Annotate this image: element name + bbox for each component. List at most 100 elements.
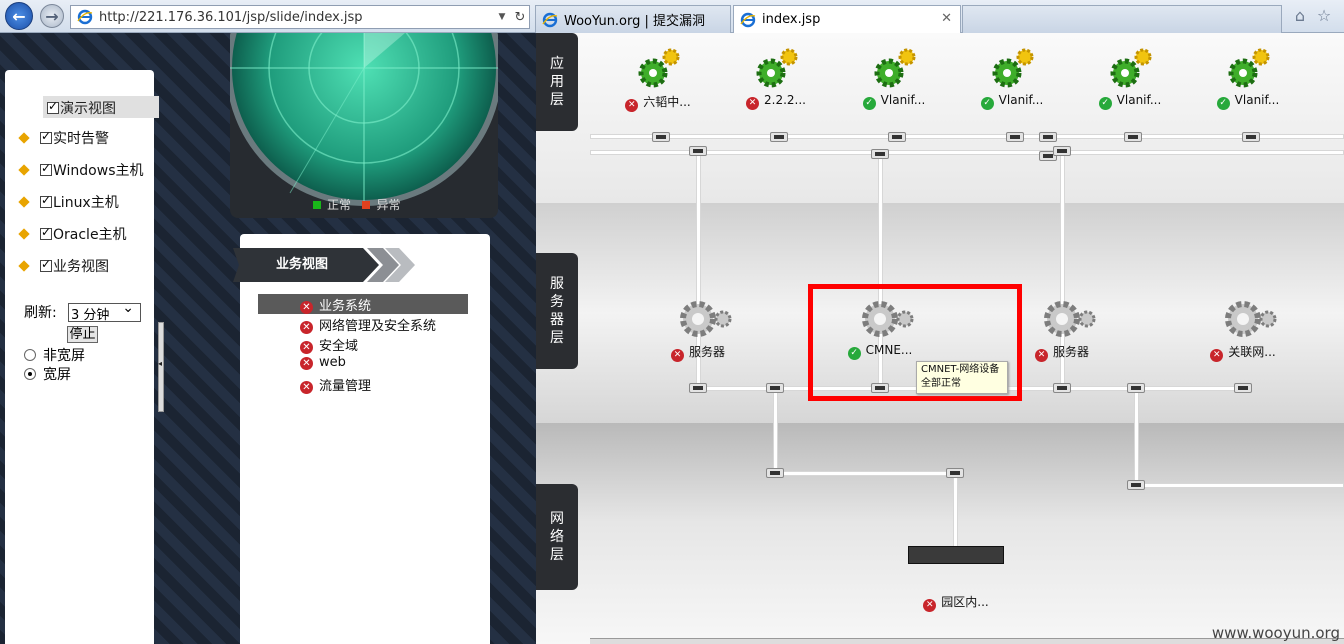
- port-icon: [946, 468, 964, 478]
- checkbox[interactable]: [40, 257, 52, 272]
- checkbox[interactable]: [40, 129, 52, 144]
- app-node[interactable]: ✓Vlanif...: [1193, 43, 1303, 110]
- refresh-label: 刷新:: [24, 305, 57, 321]
- legend-normal: 正常: [327, 198, 352, 212]
- home-icon[interactable]: ⌂: [1294, 6, 1306, 25]
- diamond-icon: [18, 196, 30, 208]
- port-icon: [1124, 132, 1142, 142]
- service-node[interactable]: ✕服务器: [643, 295, 753, 362]
- error-icon: ✕: [300, 301, 313, 314]
- forward-button[interactable]: →: [40, 4, 64, 28]
- arrow-banner-icon: [233, 248, 415, 282]
- address-bar[interactable]: http://221.176.36.101/jsp/slide/index.js…: [70, 5, 530, 29]
- error-icon: ✕: [746, 97, 759, 110]
- refresh-icon[interactable]: ↻: [514, 9, 526, 25]
- ie-icon: [77, 9, 93, 25]
- stop-button[interactable]: 停止: [67, 326, 98, 343]
- checkbox[interactable]: [47, 99, 59, 114]
- business-item-web[interactable]: ✕web: [300, 355, 346, 370]
- network-layer-label: 网络层: [536, 484, 578, 590]
- green-gear-icon: [638, 48, 680, 88]
- ie-icon: [740, 12, 756, 27]
- green-gear-icon: [874, 48, 916, 88]
- radio-icon[interactable]: [24, 349, 36, 361]
- close-tab-icon[interactable]: ✕: [941, 11, 952, 26]
- green-gear-icon: [1228, 48, 1270, 88]
- tab-label: index.jsp: [762, 12, 821, 27]
- business-item-system[interactable]: ✕业务系统: [300, 295, 371, 314]
- address-url: http://221.176.36.101/jsp/slide/index.js…: [99, 9, 363, 25]
- service-node-cmnet[interactable]: ✓CMNE...: [825, 295, 935, 360]
- port-icon: [871, 383, 889, 393]
- ok-check-icon: ✓: [1216, 97, 1230, 110]
- app-node[interactable]: ✓Vlanif...: [839, 43, 949, 110]
- radar-legend: 正常 异常: [313, 196, 400, 213]
- app-bus-line: [590, 134, 1344, 139]
- tab-wooyun[interactable]: WooYun.org | 提交漏洞: [535, 5, 731, 33]
- address-dropdown-icon[interactable]: ▼: [498, 12, 506, 22]
- app-node[interactable]: ✓Vlanif...: [1075, 43, 1185, 110]
- horizontal-scrollbar[interactable]: [590, 638, 1344, 644]
- business-item-traffic[interactable]: ✕流量管理: [300, 375, 371, 394]
- error-icon: ✕: [1034, 349, 1048, 362]
- watermark: www.wooyun.org: [1211, 624, 1340, 642]
- legend-abnormal: 异常: [376, 198, 401, 212]
- app-node[interactable]: ✓Vlanif...: [957, 43, 1067, 110]
- left-item-alarm[interactable]: 实时告警: [18, 128, 109, 148]
- radio-icon[interactable]: [24, 368, 36, 380]
- ok-check-icon: ✓: [980, 97, 994, 110]
- left-item-windows[interactable]: Windows主机: [18, 160, 144, 180]
- error-icon: ✕: [1210, 349, 1224, 362]
- link-line: [773, 386, 778, 474]
- favorites-star-icon[interactable]: ☆: [1316, 6, 1332, 25]
- checkbox[interactable]: [40, 161, 52, 176]
- ie-icon: [542, 12, 558, 27]
- business-view-header: 业务视图: [233, 248, 418, 282]
- port-icon: [1242, 132, 1260, 142]
- ok-check-icon: ✓: [1098, 97, 1112, 110]
- port-icon: [766, 468, 784, 478]
- app-node[interactable]: ✕2.2.2...: [721, 43, 831, 110]
- panel-splitter-handle[interactable]: [158, 322, 164, 412]
- port-icon: [652, 132, 670, 142]
- tab-index[interactable]: index.jsp ✕: [733, 5, 961, 33]
- highlight-box: [808, 284, 1022, 401]
- service-node[interactable]: ✕关联网...: [1188, 295, 1298, 362]
- link-line: [773, 471, 955, 476]
- diamond-icon: [18, 228, 30, 240]
- node-tooltip: CMNET-网络设备 全部正常: [916, 361, 1008, 394]
- gray-gear-icon: [862, 301, 914, 337]
- business-item-security-domain[interactable]: ✕安全域: [300, 335, 358, 354]
- service-layer-label: 服务器层: [536, 253, 578, 369]
- left-item-linux[interactable]: Linux主机: [18, 192, 119, 212]
- port-icon: [1039, 132, 1057, 142]
- port-icon: [770, 132, 788, 142]
- service-node[interactable]: ✕服务器: [1007, 295, 1117, 362]
- refresh-interval-select[interactable]: 3 分钟: [68, 300, 141, 323]
- link-line: [1134, 386, 1139, 486]
- error-icon: ✕: [300, 381, 313, 394]
- port-icon: [1234, 383, 1252, 393]
- diamond-icon: [18, 132, 30, 144]
- radio-wide-screen[interactable]: 宽屏: [24, 364, 71, 384]
- network-switch-icon[interactable]: [908, 546, 1004, 564]
- port-icon: [1039, 151, 1057, 161]
- app-node[interactable]: ✕六韬中...: [603, 43, 713, 112]
- link-line: [1134, 483, 1344, 488]
- left-item-business[interactable]: 业务视图: [18, 256, 109, 276]
- error-icon: ✕: [300, 341, 313, 354]
- back-button[interactable]: ←: [5, 2, 33, 30]
- diamond-icon: [18, 164, 30, 176]
- business-item-network-security[interactable]: ✕网络管理及安全系统: [300, 315, 436, 334]
- checkbox[interactable]: [40, 193, 52, 208]
- legend-abnormal-swatch: [362, 201, 371, 209]
- gray-gear-icon: [680, 301, 732, 337]
- error-icon: ✕: [625, 99, 639, 112]
- legend-normal-swatch: [313, 201, 321, 209]
- left-item-oracle[interactable]: Oracle主机: [18, 224, 127, 244]
- demo-view-title[interactable]: 演示视图: [43, 96, 159, 118]
- topology-canvas: 应用层 服务器层 网络层 ✕六韬中... ✕2.2.2...: [536, 33, 1344, 644]
- checkbox[interactable]: [40, 225, 52, 240]
- radio-narrow-screen[interactable]: 非宽屏: [24, 345, 85, 365]
- port-icon: [1127, 480, 1145, 490]
